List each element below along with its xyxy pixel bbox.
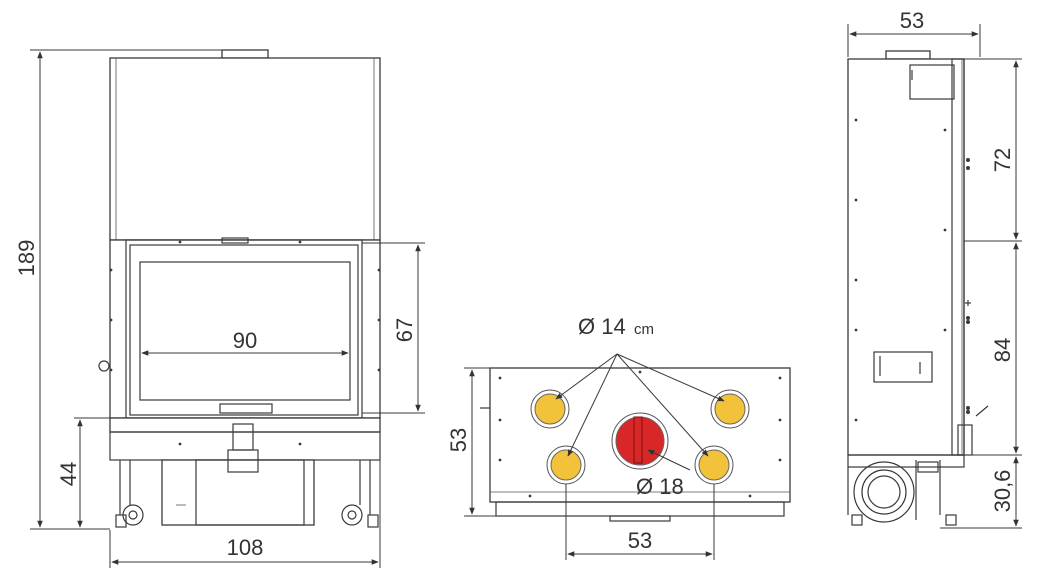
duct-small-bottom-right <box>698 449 730 481</box>
duct-small-top-right <box>714 393 746 425</box>
duct-small-top-left <box>534 393 566 425</box>
front-dimensions: 189 44 108 90 67 <box>14 49 425 568</box>
dim-duct-spacing: 53 <box>628 528 652 553</box>
dim-base-height: 44 <box>56 462 81 486</box>
dim-side-depth: 53 <box>900 8 924 33</box>
top-dimensions: Ø 14 cm Ø 18 53 53 <box>446 314 715 560</box>
dim-width-total: 108 <box>227 535 264 560</box>
dim-side-lower: 30,6 <box>990 470 1015 513</box>
label-small-duct: Ø 14 <box>578 314 626 339</box>
top-view <box>480 353 791 522</box>
side-view <box>847 50 989 526</box>
duct-small-bottom-left <box>550 449 582 481</box>
duct-large-center <box>615 416 665 466</box>
front-view <box>98 49 381 528</box>
label-large-duct: Ø 18 <box>636 474 684 499</box>
label-small-duct-unit: cm <box>634 321 654 338</box>
dim-glass-height: 67 <box>392 318 417 342</box>
dim-side-upper: 72 <box>990 148 1015 172</box>
dim-side-middle: 84 <box>990 338 1015 362</box>
dim-top-depth: 53 <box>446 428 471 452</box>
dim-glass-width: 90 <box>233 328 257 353</box>
side-dimensions: 53 72 84 30,6 <box>847 8 1022 529</box>
dim-height-total: 189 <box>14 240 39 277</box>
